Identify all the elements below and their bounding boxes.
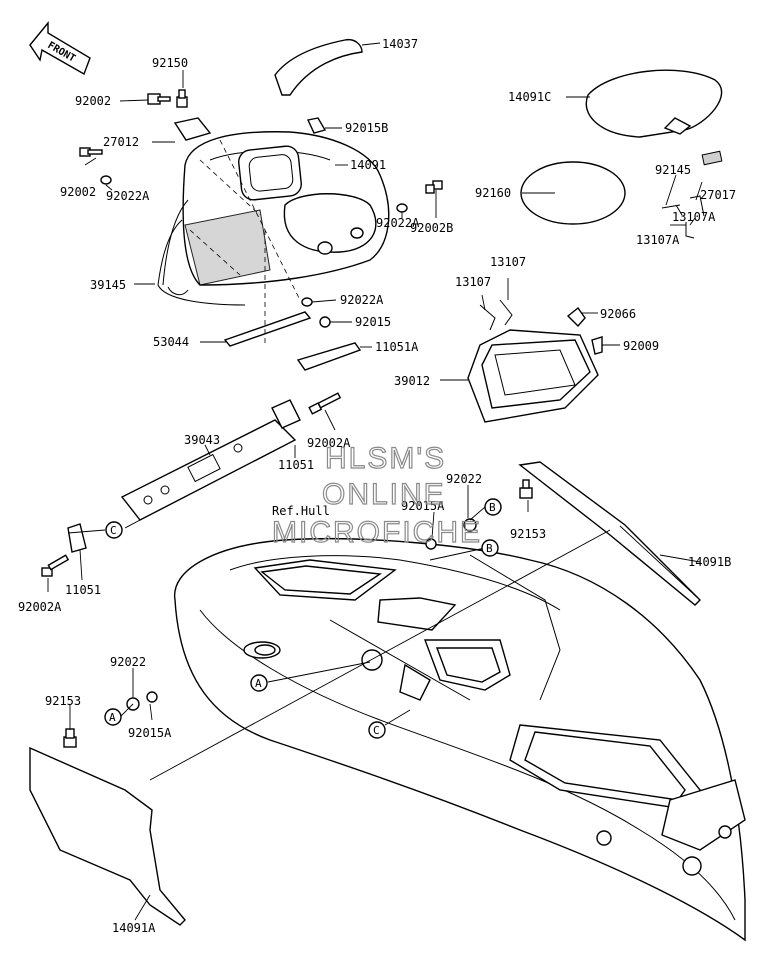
label-92022A-mid: 92022A (340, 293, 384, 307)
label-92022-mid: 92022 (446, 472, 482, 486)
label-13107-left: 13107 (455, 275, 491, 289)
watermark: HLSM'S ONLINE MICROFICHE (271, 441, 482, 549)
label-ref-hull: Ref.Hull (272, 504, 330, 518)
label-92002A-low: 92002A (18, 600, 62, 614)
callout-b-lower: B (481, 539, 499, 557)
label-11051A: 11051A (375, 340, 419, 354)
label-92145: 92145 (655, 163, 691, 177)
side-cover-14091A (29, 746, 186, 926)
label-92153-low: 92153 (45, 694, 81, 708)
callout-a-hull: A (250, 674, 268, 692)
label-11051-mid: 11051 (278, 458, 314, 472)
label-92022A-right: 92022A (376, 216, 420, 230)
label-92022A-left: 92022A (106, 189, 150, 203)
label-39012: 39012 (394, 374, 430, 388)
label-27017: 27017 (700, 188, 736, 202)
label-14091: 14091 (350, 158, 386, 172)
label-92015-mid: 92015 (355, 315, 391, 329)
label-92150: 92150 (152, 56, 188, 70)
svg-text:A: A (109, 711, 116, 724)
label-14091C: 14091C (508, 90, 551, 104)
svg-text:B: B (486, 542, 493, 555)
label-92009: 92009 (623, 339, 659, 353)
label-92002-top: 92002 (75, 94, 111, 108)
label-92002A-mid: 92002A (307, 436, 351, 450)
label-39043: 39043 (184, 433, 220, 447)
label-92066: 92066 (600, 307, 636, 321)
svg-text:C: C (373, 724, 380, 737)
label-92160: 92160 (475, 186, 511, 200)
label-92002B: 92002B (410, 221, 453, 235)
label-13107A-right: 13107A (672, 210, 716, 224)
callout-a-lower: A (104, 708, 122, 726)
label-13107A-left: 13107A (636, 233, 680, 247)
svg-text:C: C (110, 524, 117, 537)
label-27012: 27012 (103, 135, 139, 149)
label-14091A: 14091A (112, 921, 156, 935)
svg-text:A: A (255, 677, 262, 690)
watermark-line-1: HLSM'S (325, 442, 446, 475)
label-53044: 53044 (153, 335, 189, 349)
label-11051-low: 11051 (65, 583, 101, 597)
watermark-line-2: ONLINE (322, 478, 446, 511)
front-arrow-icon: FRONT (29, 21, 91, 76)
label-92015A-mid: 92015A (401, 499, 445, 513)
callout-c-left: C (105, 521, 123, 539)
hardware-small (63, 479, 533, 748)
leader-lines (47, 42, 703, 921)
svg-text:B: B (489, 501, 496, 514)
label-39145: 39145 (90, 278, 126, 292)
callout-c-hull: C (368, 721, 386, 739)
watermark-line-3: MICROFICHE (272, 516, 482, 549)
hull-drawing (174, 538, 746, 942)
label-92015A-low: 92015A (128, 726, 172, 740)
label-92002-left: 92002 (60, 185, 96, 199)
label-14091B: 14091B (688, 555, 731, 569)
label-13107-top: 13107 (490, 255, 526, 269)
seat-and-tray (467, 69, 723, 423)
label-92153-right: 92153 (510, 527, 546, 541)
label-92015B: 92015B (345, 121, 388, 135)
part-labels: 14037 92150 92002 92015B 27012 14091 920… (18, 37, 736, 935)
hood-assembly (79, 38, 443, 371)
bracket-39043 (41, 392, 342, 577)
callout-b-upper: B (484, 498, 502, 516)
label-14037: 14037 (382, 37, 418, 51)
label-92022-low: 92022 (110, 655, 146, 669)
